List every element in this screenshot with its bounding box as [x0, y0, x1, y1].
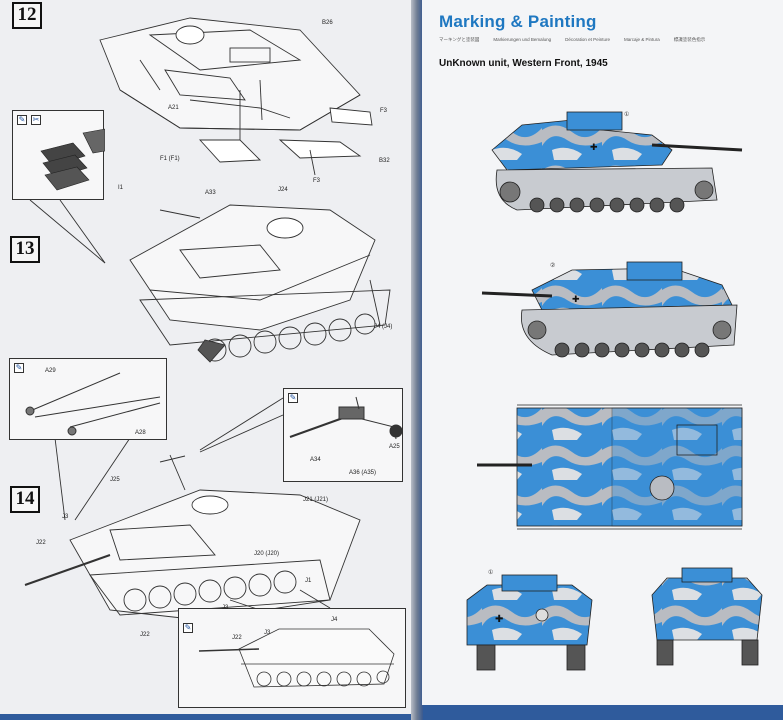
step-14-number: 14 [10, 486, 40, 513]
right-profile-view: ✚ [481, 261, 738, 358]
color-marker-1: ① [624, 112, 630, 118]
part-label-f1: F1 (F1) [160, 156, 180, 162]
step-12-number: 12 [12, 2, 42, 29]
part-label-j22-lower: J22 [140, 632, 150, 638]
part-label-j25: J25 [110, 477, 120, 483]
track-links-drawing [40, 128, 105, 191]
part-label-f3-top: F3 [380, 108, 388, 114]
glue-icon: ✎ [14, 363, 24, 373]
unit-caption: UnKnown unit, Western Front, 1945 [439, 58, 608, 69]
subtitle-spanish: Marcaje & Pintura [623, 37, 660, 42]
title-translations: マーキングと塗装図 Markierungen und Bemalung Déco… [439, 37, 705, 43]
instructions-page: 12 13 14 [0, 0, 413, 714]
camouflage-profiles: ✚ ✚ [466, 111, 763, 671]
page-title: Marking & Painting [439, 12, 597, 31]
part-label-j3-callout: J3 [264, 630, 271, 636]
marking-painting-page: Marking & Painting マーキングと塗装図 Markierunge… [422, 0, 783, 705]
part-label-j22-callout: J22 [232, 635, 242, 641]
side-view-drawing [198, 628, 395, 688]
part-label-i1: I1 [118, 185, 124, 191]
step-13-road-wheels [203, 313, 376, 362]
part-label-a28: A28 [135, 430, 146, 436]
part-label-j20: J20 (J20) [254, 551, 280, 557]
step-14-mg-callout: ✎ [283, 388, 403, 482]
step-14-road-wheels [123, 570, 297, 612]
step-14-cable-callout: ✎ [9, 358, 167, 440]
part-label-a36: A36 (A35) [349, 470, 377, 476]
subtitle-japanese: マーキングと塗装図 [439, 37, 480, 42]
part-label-j3: J3 [62, 514, 69, 520]
book-spine [411, 0, 423, 720]
step-14-side-view-callout: ✎ [178, 608, 406, 708]
step-13-hull-drawing [129, 204, 391, 363]
part-label-j3-lower: J3 [222, 605, 229, 611]
left-profile-view: ✚ [491, 111, 743, 213]
subtitle-french: Décoration et Peinture [565, 37, 610, 42]
part-label-j22: J22 [36, 540, 46, 546]
step-12-track-callout: ✎ ✂ [12, 110, 105, 200]
part-label-b26: B26 [322, 20, 333, 26]
svg-text:✚: ✚ [590, 142, 598, 152]
part-label-j4: J4 (J4) [374, 324, 393, 330]
part-label-j4-callout: J4 [331, 617, 338, 623]
part-label-j21: J21 (J21) [303, 497, 329, 503]
rear-view [651, 567, 763, 666]
machine-gun-drawing [289, 396, 403, 440]
color-marker-3: ① [488, 570, 494, 576]
subtitle-german: Markierungen und Bemalung [493, 37, 552, 42]
assembly-line-drawings [24, 17, 391, 621]
subtitle-chinese: 標識塗装色指示 [673, 37, 706, 42]
glue-icon: ✎ [183, 623, 193, 633]
step-14-hull-drawing [24, 454, 361, 621]
part-label-a21: A21 [168, 105, 179, 111]
svg-text:✚: ✚ [495, 614, 503, 625]
top-view [477, 404, 743, 530]
part-label-a33: A33 [205, 190, 216, 196]
part-label-a34: A34 [310, 457, 321, 463]
svg-text:✚: ✚ [572, 294, 580, 304]
glue-icon: ✎ [288, 393, 298, 403]
part-label-j24: J24 [278, 187, 288, 193]
part-label-f3-bottom: F3 [313, 178, 321, 184]
step-13-number: 13 [10, 236, 40, 263]
color-marker-2: ② [550, 263, 556, 269]
step-12-hull-drawing [99, 17, 373, 176]
part-label-a29: A29 [45, 368, 56, 374]
part-label-j1: J1 [305, 578, 312, 584]
glue-icon: ✎ [17, 115, 27, 125]
tow-cable-drawing [25, 372, 161, 436]
cut-icon: ✂ [31, 115, 41, 125]
part-label-b32: B32 [379, 158, 390, 164]
front-view: ✚ [466, 574, 593, 671]
part-label-a25: A25 [389, 444, 400, 450]
